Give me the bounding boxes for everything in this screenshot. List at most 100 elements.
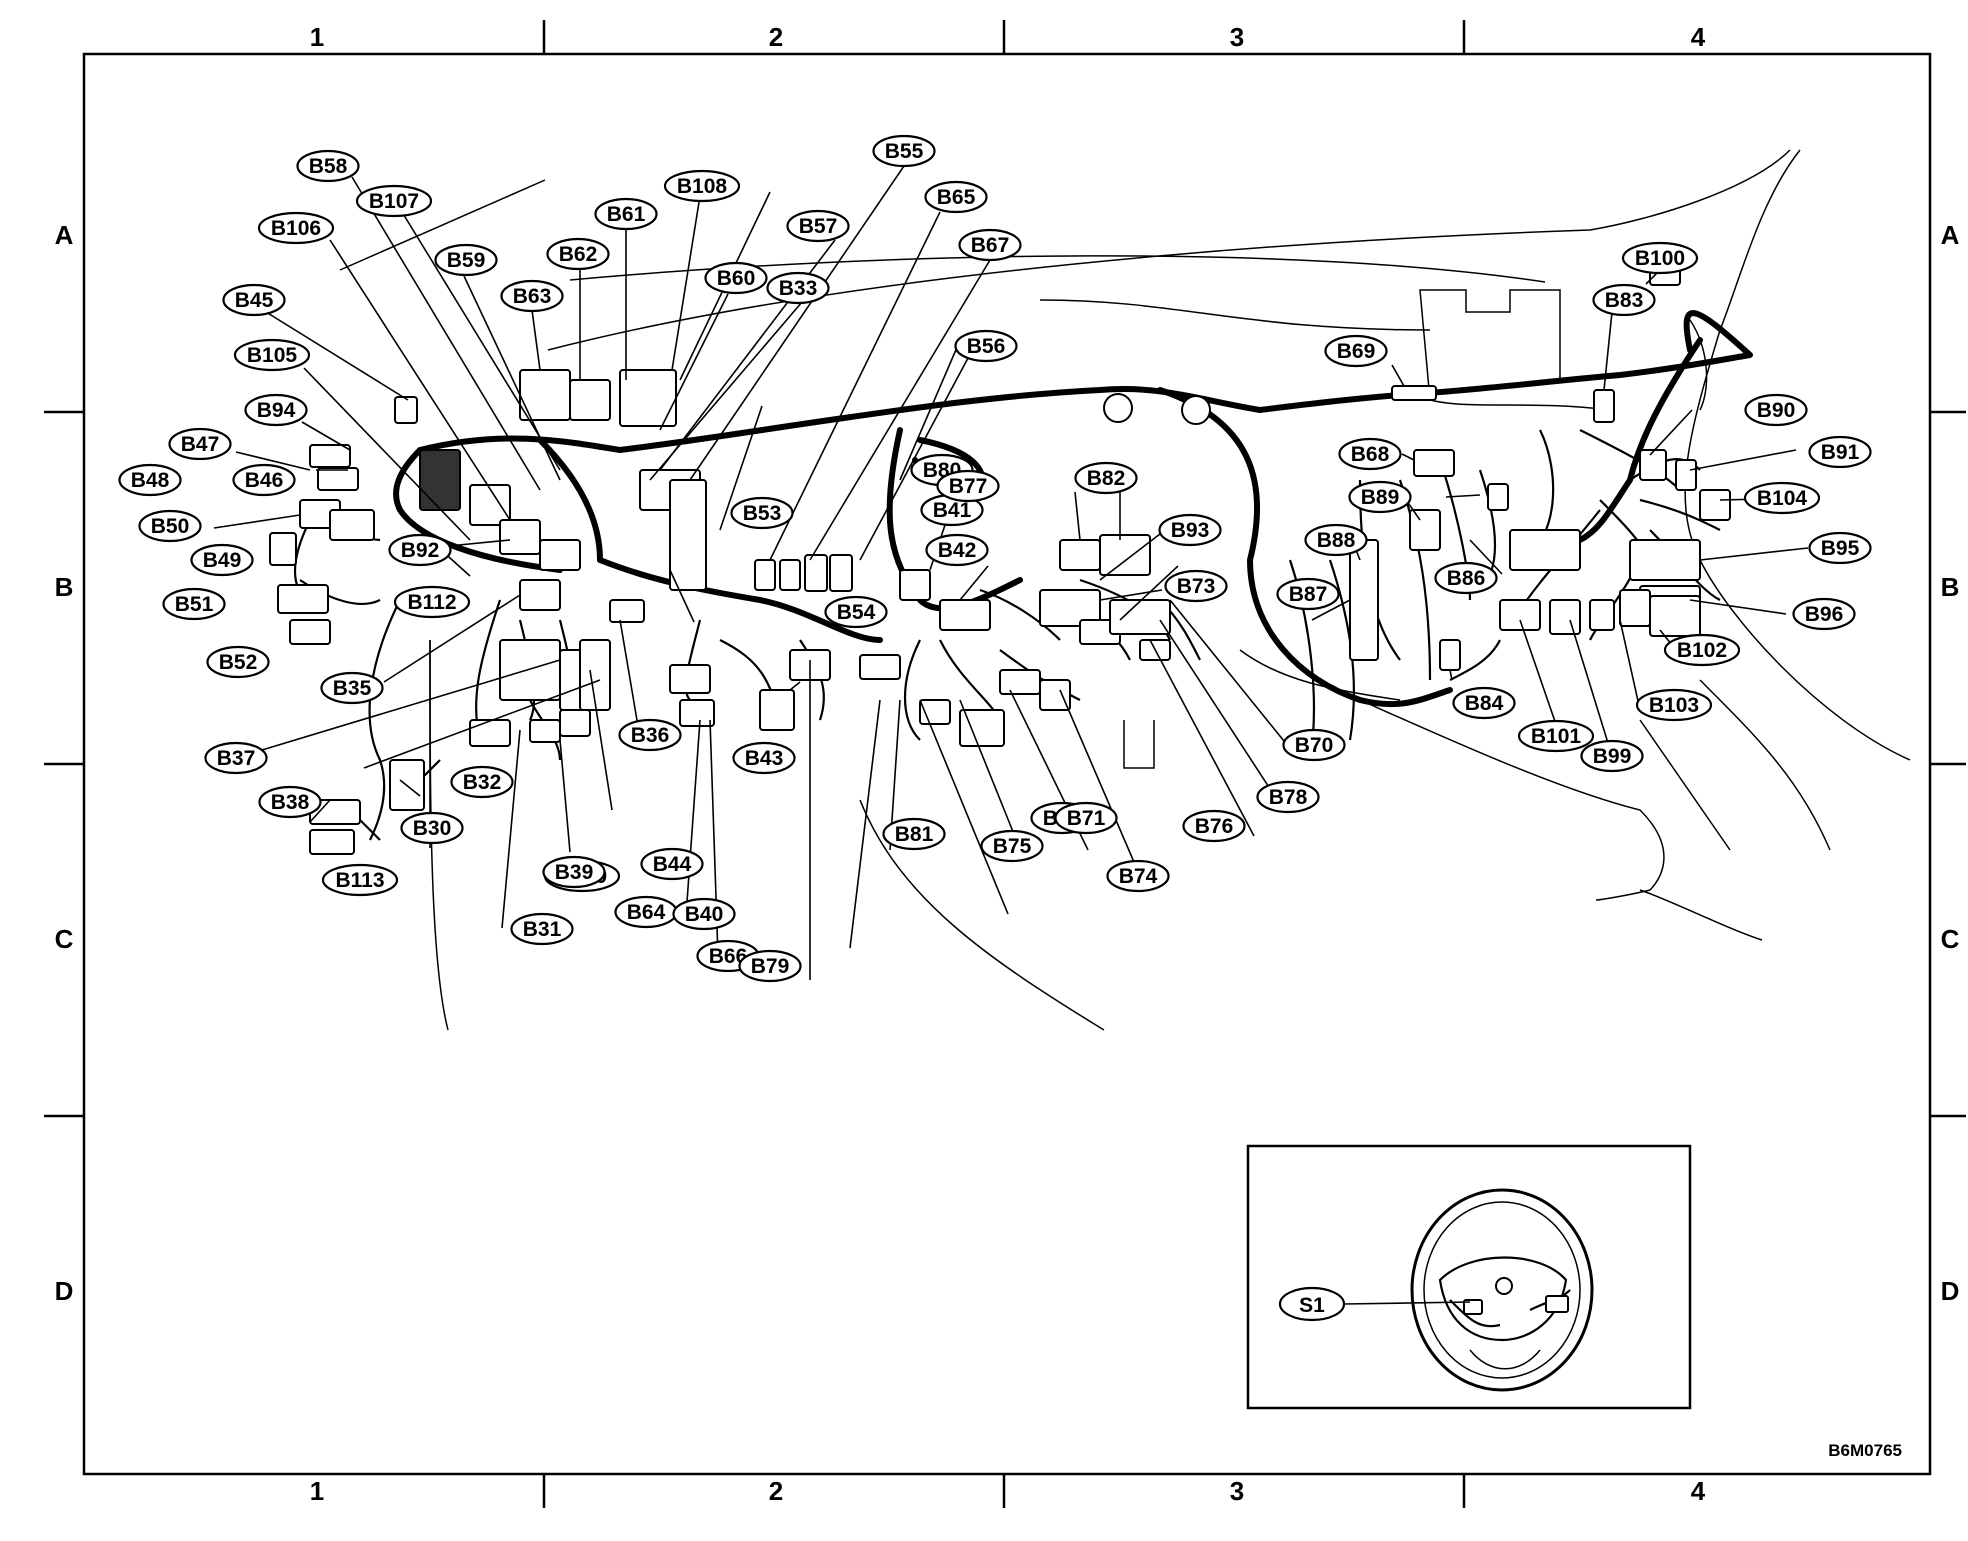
callout-b75-label: B75: [993, 835, 1032, 858]
callout-b84: [1452, 686, 1516, 720]
callout-b62: [546, 237, 610, 271]
callout-b67-label: B67: [971, 234, 1010, 257]
callout-b62-label: B62: [559, 243, 598, 266]
callout-b113: [321, 863, 399, 897]
callout-b70: [1282, 728, 1346, 762]
callout-b87-label: B87: [1289, 583, 1328, 606]
callout-b64-label: B64: [627, 901, 666, 924]
callout-b45-label: B45: [235, 289, 274, 312]
grid-row-right-c: C: [1941, 924, 1960, 954]
callout-b41-label: B41: [933, 499, 972, 522]
callout-b100-label: B100: [1635, 247, 1685, 270]
callout-b102-label: B102: [1677, 639, 1727, 662]
callout-b67: [958, 228, 1022, 262]
callout-b68: [1338, 437, 1402, 471]
callout-b89-label: B89: [1361, 486, 1400, 509]
callout-b55-label: B55: [885, 140, 924, 163]
callout-b70-label: B70: [1295, 734, 1334, 757]
callout-b40-label: B40: [685, 903, 724, 926]
callout-b37-label: B37: [217, 747, 256, 770]
grid-col-top-1: 1: [310, 22, 324, 52]
callout-b89: [1348, 480, 1412, 514]
callout-b78: [1256, 780, 1320, 814]
grid-row-left-a: A: [55, 220, 74, 250]
callout-b59-label: B59: [447, 249, 486, 272]
callout-b56: [954, 329, 1018, 363]
callout-b61-label: B61: [607, 203, 646, 226]
grid-col-bottom-4: 4: [1691, 1476, 1706, 1506]
callout-b73: [1164, 569, 1228, 603]
callout-b36: [618, 718, 682, 752]
callout-b63-label: B63: [513, 285, 552, 308]
inset-frame: [1246, 1144, 1692, 1410]
callout-b65: [924, 180, 988, 214]
callout-b78-label: B78: [1269, 786, 1308, 809]
callout-b44: [640, 847, 704, 881]
callout-b36-label: B36: [631, 724, 670, 747]
callout-s1-label: S1: [1299, 1294, 1325, 1317]
callout-b92-label: B92: [401, 539, 440, 562]
callout-b57-label: B57: [799, 215, 838, 238]
callout-b39: [542, 855, 606, 889]
callout-b60-label: B60: [717, 267, 756, 290]
connector-bodies: [269, 254, 1731, 855]
callout-b33-label: B33: [779, 277, 818, 300]
grid-row-right-d: D: [1941, 1276, 1960, 1306]
grid-col-bottom-1: 1: [310, 1476, 324, 1506]
steering-wheel: [1410, 1188, 1594, 1392]
callout-b55: [872, 134, 936, 168]
callout-b101: [1517, 719, 1595, 753]
callout-b48-label: B48: [131, 469, 170, 492]
callout-b106: [257, 211, 335, 245]
callout-b58: [296, 149, 360, 183]
grid-col-top-3: 3: [1230, 22, 1244, 52]
callout-b35-label: B35: [333, 677, 372, 700]
callout-b104: [1743, 481, 1821, 515]
callout-b105: [233, 338, 311, 372]
callout-b69: [1324, 334, 1388, 368]
grid-col-top-2: 2: [769, 22, 783, 52]
callout-b46: [232, 463, 296, 497]
callout-b101-label: B101: [1531, 725, 1582, 748]
callout-b82-label: B82: [1087, 467, 1126, 490]
callout-b43-label: B43: [745, 747, 784, 770]
figure-id: B6M0765: [1828, 1441, 1902, 1460]
callout-b83-label: B83: [1605, 289, 1644, 312]
callout-b53: [730, 496, 794, 530]
steering-wheel-inset: S1: [1246, 1144, 1692, 1410]
callout-b95: [1808, 531, 1872, 565]
callout-b99-label: B99: [1593, 745, 1632, 768]
callout-b43: [732, 741, 796, 775]
callout-b49-label: B49: [203, 549, 242, 572]
callout-b65-label: B65: [937, 186, 976, 209]
callout-b93-label: B93: [1171, 519, 1210, 542]
callout-b74: [1106, 859, 1170, 893]
callout-b71-label: B71: [1067, 807, 1106, 830]
callout-b61: [594, 197, 658, 231]
callout-b42-label: B42: [938, 539, 977, 562]
callout-b112: [393, 585, 471, 619]
callout-b82: [1074, 461, 1138, 495]
callout-b95-label: B95: [1821, 537, 1860, 560]
callout-b107: [355, 184, 433, 218]
callout-b75: [980, 829, 1044, 863]
callout-b90-label: B90: [1757, 399, 1796, 422]
callout-b103-label: B103: [1649, 694, 1699, 717]
callout-b63: [500, 279, 564, 313]
callout-b46-label: B46: [245, 469, 284, 492]
callout-b57: [786, 209, 850, 243]
callout-b54: [824, 595, 888, 629]
callout-b103: [1635, 688, 1713, 722]
callout-b32-label: B32: [463, 771, 502, 794]
callout-b31-label: B31: [523, 918, 562, 941]
callout-b52-label: B52: [219, 651, 258, 674]
grid-row-right-b: B: [1941, 572, 1960, 602]
callout-b35: [320, 671, 384, 705]
callout-b94-label: B94: [257, 399, 296, 422]
callout-b39-label: B39: [555, 861, 594, 884]
callout-b105-label: B105: [247, 344, 298, 367]
callout-b59: [434, 243, 498, 277]
callout-b100: [1621, 241, 1699, 275]
